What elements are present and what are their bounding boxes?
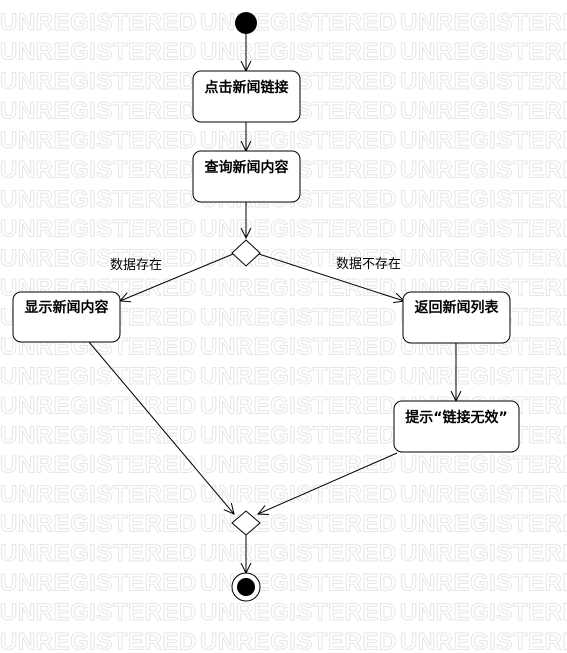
watermark-text: UNREGISTERED bbox=[0, 540, 197, 567]
watermark-text: UNREGISTERED bbox=[200, 599, 397, 626]
watermark-text: UNREGISTERED bbox=[0, 68, 197, 95]
watermark-text: UNREGISTERED bbox=[0, 511, 197, 538]
watermark-text: UNREGISTERED bbox=[400, 540, 567, 567]
initial-node bbox=[235, 12, 257, 34]
watermark-text: UNREGISTERED bbox=[0, 9, 197, 36]
action-show-news-content: 显示新闻内容 bbox=[12, 291, 121, 343]
watermark-text: UNREGISTERED bbox=[400, 9, 567, 36]
watermark-text: UNREGISTERED bbox=[200, 334, 397, 361]
flow-decision-to-return bbox=[258, 253, 404, 301]
watermark-text: UNREGISTERED bbox=[0, 363, 197, 390]
watermark-text: UNREGISTERED bbox=[400, 245, 567, 272]
watermark-text: UNREGISTERED bbox=[0, 186, 197, 213]
watermark-text: UNREGISTERED bbox=[400, 157, 567, 184]
watermark-text: UNREGISTERED bbox=[400, 68, 567, 95]
action-return-news-list: 返回新闻列表 bbox=[402, 291, 511, 344]
watermark-text: UNREGISTERED bbox=[200, 9, 397, 36]
watermark-text: UNREGISTERED bbox=[200, 216, 397, 243]
watermark-text: UNREGISTERED bbox=[0, 481, 197, 508]
guard-data-not-exists: 数据不存在 bbox=[336, 257, 401, 272]
watermark-text: UNREGISTERED bbox=[0, 245, 197, 272]
flow-decision-to-show bbox=[120, 253, 234, 301]
watermark-text: UNREGISTERED bbox=[200, 452, 397, 479]
decision-node bbox=[231, 239, 261, 267]
watermark-text: UNREGISTERED bbox=[200, 422, 397, 449]
watermark-text: UNREGISTERED bbox=[0, 98, 197, 125]
action-query-news-content: 查询新闻内容 bbox=[192, 150, 301, 203]
watermark-text: UNREGISTERED bbox=[0, 570, 197, 597]
watermark-text: UNREGISTERED bbox=[200, 127, 397, 154]
watermark-text: UNREGISTERED bbox=[400, 98, 567, 125]
watermark-text: UNREGISTERED bbox=[200, 39, 397, 66]
watermark-text: UNREGISTERED bbox=[400, 216, 567, 243]
watermark-text: UNREGISTERED bbox=[200, 363, 397, 390]
action-click-news-link-label: 点击新闻链接 bbox=[205, 79, 289, 96]
watermark-text: UNREGISTERED bbox=[200, 629, 397, 653]
watermark-text: UNREGISTERED bbox=[400, 186, 567, 213]
watermark-text: UNREGISTERED bbox=[200, 540, 397, 567]
watermark-text: UNREGISTERED bbox=[400, 511, 567, 538]
watermark-text: UNREGISTERED bbox=[200, 245, 397, 272]
action-invalid-link-prompt: 提示“链接无效” bbox=[393, 400, 520, 453]
merge-node bbox=[231, 510, 261, 536]
watermark-text: UNREGISTERED bbox=[0, 39, 197, 66]
watermark-text: UNREGISTERED bbox=[400, 39, 567, 66]
watermark-text: UNREGISTERED bbox=[200, 393, 397, 420]
action-invalid-link-prompt-label: 提示“链接无效” bbox=[405, 409, 507, 426]
watermark-text: UNREGISTERED bbox=[400, 570, 567, 597]
action-query-news-content-label: 查询新闻内容 bbox=[205, 159, 289, 176]
final-node bbox=[231, 572, 261, 602]
guard-data-exists: 数据存在 bbox=[110, 258, 162, 273]
watermark-text: UNREGISTERED bbox=[0, 393, 197, 420]
watermark-text: UNREGISTERED bbox=[0, 216, 197, 243]
watermark-text: UNREGISTERED bbox=[0, 422, 197, 449]
flow-invalid-to-merge bbox=[258, 452, 398, 514]
watermark-text: UNREGISTERED bbox=[400, 363, 567, 390]
watermark-text: UNREGISTERED bbox=[200, 304, 397, 331]
watermark-text: UNREGISTERED bbox=[0, 127, 197, 154]
watermark-text: UNREGISTERED bbox=[400, 127, 567, 154]
action-click-news-link: 点击新闻链接 bbox=[192, 70, 301, 123]
watermark-text: UNREGISTERED bbox=[0, 452, 197, 479]
watermark-text: UNREGISTERED bbox=[0, 157, 197, 184]
watermark-text: UNREGISTERED bbox=[400, 629, 567, 653]
flow-show-to-merge bbox=[88, 341, 234, 514]
action-return-news-list-label: 返回新闻列表 bbox=[415, 299, 500, 316]
watermark-text: UNREGISTERED bbox=[400, 481, 567, 508]
watermark-text: UNREGISTERED bbox=[400, 452, 567, 479]
watermark-text: UNREGISTERED bbox=[0, 599, 197, 626]
watermark-text: UNREGISTERED bbox=[0, 629, 197, 653]
watermark-text: UNREGISTERED bbox=[400, 599, 567, 626]
action-show-news-content-label: 显示新闻内容 bbox=[25, 299, 109, 316]
